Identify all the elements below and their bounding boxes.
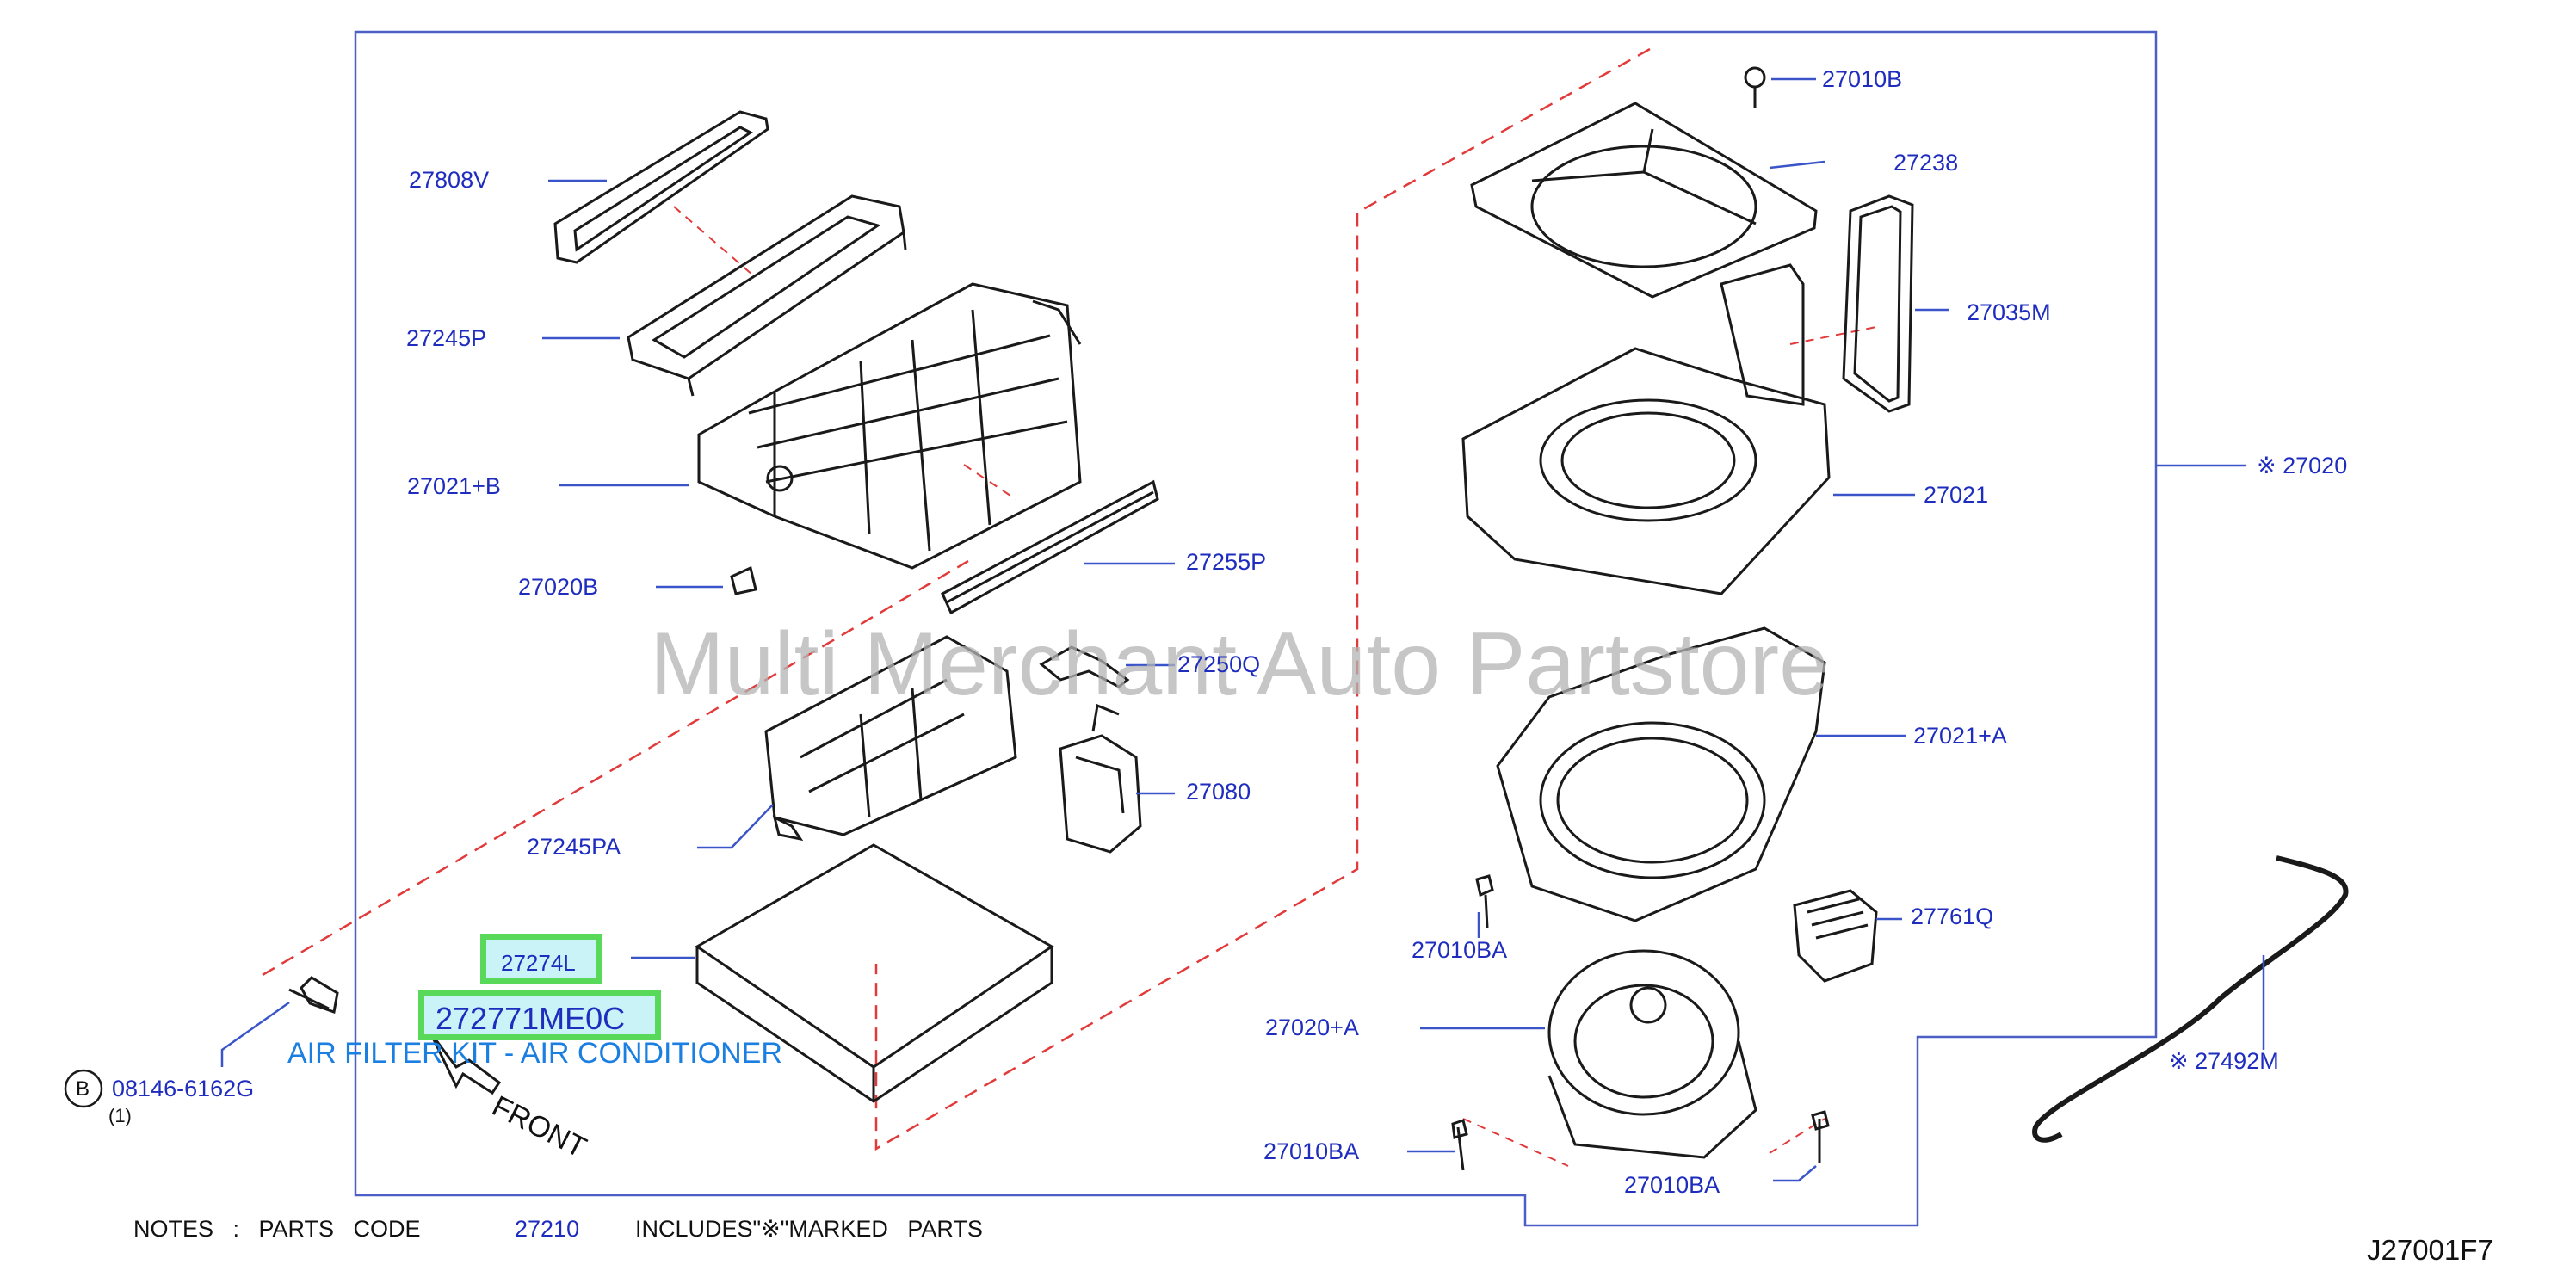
clip-27020b [730,565,757,595]
callout-27021[interactable]: 27021 [1924,482,1989,508]
cabin-filter-27274l [695,843,1054,1103]
notes-suffix: INCLUDES"※"MARKED PARTS [635,1216,983,1242]
blower-axis-dash [1462,326,1877,1167]
callout-27245p[interactable]: 27245P [406,325,487,351]
strip-27255p [941,479,1159,615]
watermark: Multi Merchant Auto Partstore [650,614,1829,714]
callout-27255p[interactable]: 27255P [1186,549,1267,575]
screw-27010b [1744,66,1766,108]
callout-27035m[interactable]: 27035M [1967,299,2051,325]
blower-motor-27020a [1547,949,1757,1159]
top-plate-27238 [1470,102,1818,299]
duct-27245pa [764,635,1017,842]
callout-27245pa[interactable]: 27245PA [527,834,621,860]
assembly-boundary [354,30,2158,1227]
filter-door-27245p [627,194,907,397]
callout-27250q[interactable]: 27250Q [1177,651,1261,677]
gasket-27808v [553,110,769,264]
sensor-27250q [1039,645,1130,688]
leader-lines [220,77,2265,1182]
scroll-housing-27021a [1496,626,1826,922]
resistor-27761q [1793,889,1878,983]
screw-27010ba-left [1475,874,1494,928]
callout-27010ba-mid[interactable]: 27010BA [1263,1138,1360,1164]
callout-27761q[interactable]: 27761Q [1911,904,1994,929]
kit-caption: AIR FILTER KIT - AIR CONDITIONER [287,1037,782,1070]
callout-27021a[interactable]: 27021+A [1913,723,2007,749]
screw-27010ba-bottom [1451,1110,1830,1171]
callout-27238[interactable]: 27238 [1893,150,1959,176]
diagram-id: J27001F7 [2367,1234,2493,1266]
notes-prefix: NOTES : PARTS CODE [133,1216,421,1242]
callout-27808v[interactable]: 27808V [409,167,490,193]
bolt-08146 [288,976,339,1015]
callout-27492m[interactable]: ※ 27492M [2169,1048,2279,1074]
callout-08146-6162g[interactable]: 08146-6162G [112,1076,255,1101]
exploded-view-envelope [262,47,1651,1151]
filter-axis-dash [673,206,1016,500]
callout-27010ba-left[interactable]: 27010BA [1412,937,1508,963]
bolt-marker-letter: B [76,1077,90,1101]
callout-27021b[interactable]: 27021+B [407,473,501,499]
highlight-part-number[interactable]: 272771ME0C [418,990,661,1040]
front-arrow [429,1032,502,1095]
notes-parts-code[interactable]: 27210 [515,1216,580,1242]
highlight-27274l[interactable]: 27274L [480,934,602,984]
seal-27035m [1842,194,1914,413]
callout-27080[interactable]: 27080 [1186,779,1251,805]
bolt-marker-circle [64,1069,103,1108]
callout-27020[interactable]: ※ 27020 [2257,453,2348,478]
callout-27020a[interactable]: 27020+A [1265,1015,1359,1040]
upper-case-27021 [1461,263,1831,595]
actuator-27080 [1059,703,1142,854]
intake-housing-27021b [697,282,1082,570]
hose-27492m [2032,855,2349,1143]
callout-27020b[interactable]: 27020B [518,574,599,600]
bolt-quantity: (1) [108,1105,132,1126]
callout-27010b[interactable]: 27010B [1822,66,1903,92]
callout-27010ba-right[interactable]: 27010BA [1624,1172,1720,1198]
